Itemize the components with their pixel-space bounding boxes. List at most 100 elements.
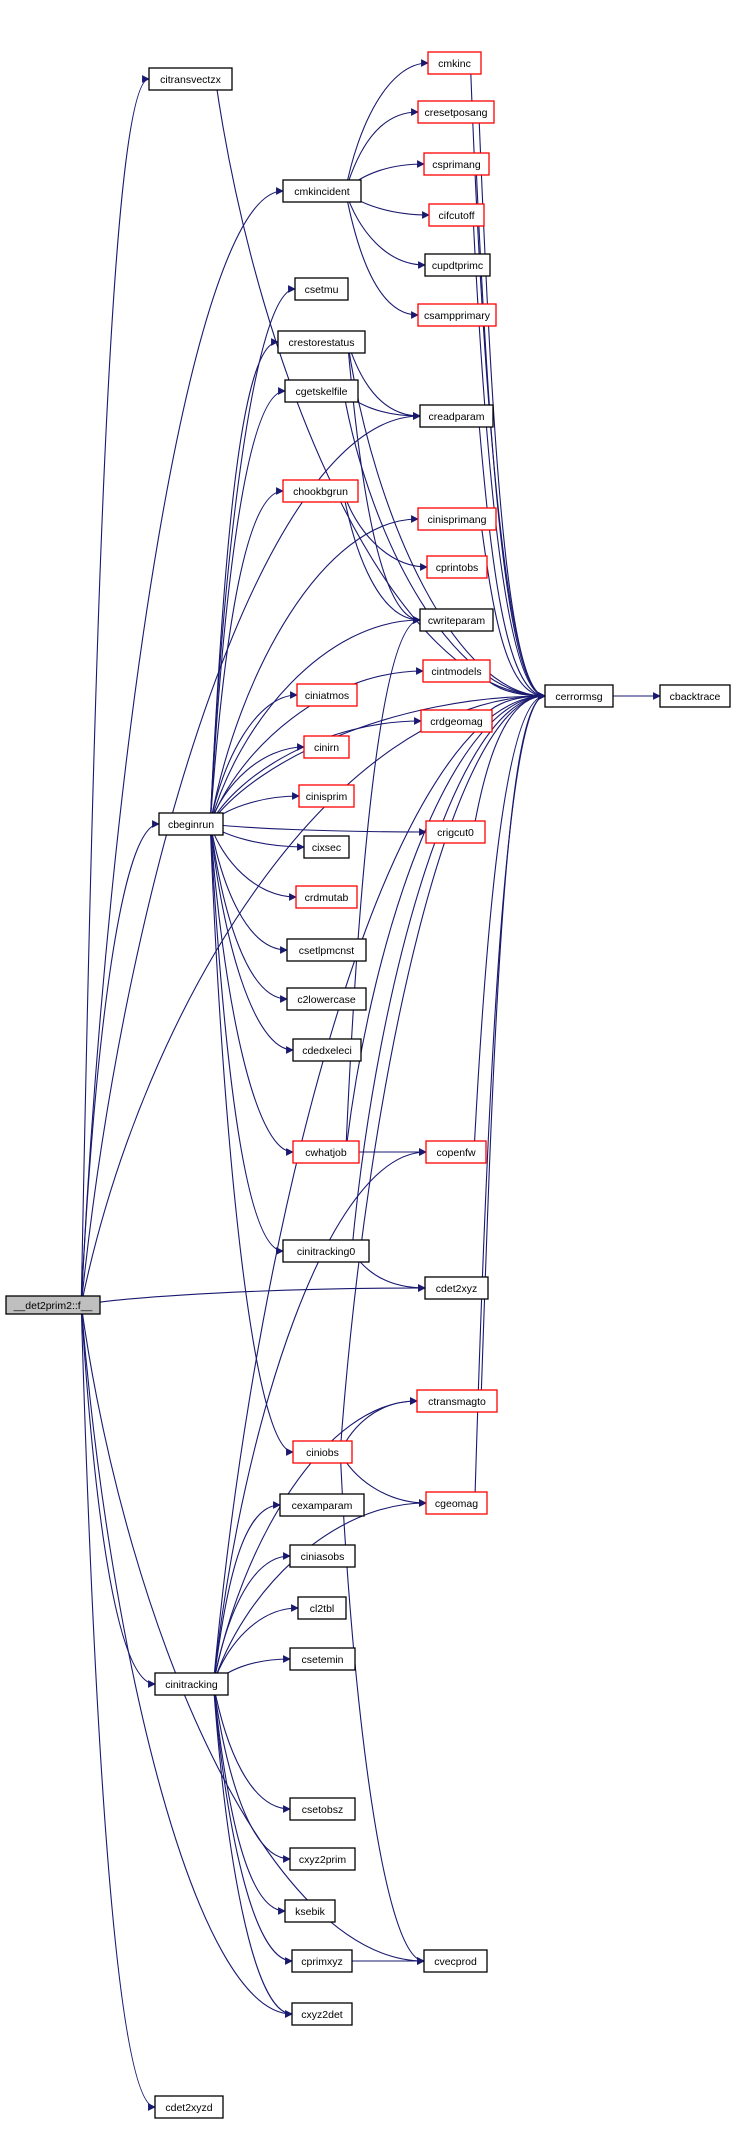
node-root[interactable]: __det2prim2::f__ [5, 1295, 101, 1315]
node-cdet2xyzd[interactable]: cdet2xyzd [154, 2095, 224, 2119]
node-ciniatmos[interactable]: ciniatmos [296, 683, 358, 707]
node-cinitracking[interactable]: cinitracking [154, 1672, 229, 1696]
node-box-csetmu [294, 277, 349, 301]
edge-cbeginrun-to-ciniobs [209, 823, 294, 1456]
node-cinirn[interactable]: cinirn [303, 735, 350, 759]
node-cwriteparam[interactable]: cwriteparam [419, 608, 494, 632]
node-copenfw[interactable]: copenfw [425, 1140, 487, 1164]
node-csetemin[interactable]: csetemin [289, 1647, 356, 1671]
node-cbacktrace[interactable]: cbacktrace [659, 684, 731, 708]
node-label-cexamparam: cexamparam [292, 1500, 353, 1512]
node-cixsec[interactable]: cixsec [303, 835, 350, 859]
node-ciniasobs[interactable]: ciniasobs [289, 1544, 356, 1568]
node-cbeginrun[interactable]: cbeginrun [158, 812, 224, 836]
node-box-cmkinc [427, 51, 482, 75]
node-ciniobs[interactable]: ciniobs [292, 1440, 353, 1464]
node-cupdtprimc[interactable]: cupdtprimc [424, 253, 491, 277]
edge-cbeginrun-to-cwhatjob [209, 823, 294, 1156]
edge-ciniobs-to-cerrormsg [339, 692, 546, 1453]
edge-copenfw-to-cerrormsg [473, 692, 546, 1153]
node-box-cupdtprimc [424, 253, 491, 277]
node-box-csetemin [289, 1647, 356, 1671]
node-cvecprod[interactable]: cvecprod [423, 1949, 488, 1973]
node-cinisprimang[interactable]: cinisprimang [417, 507, 497, 531]
node-box-cixsec [303, 835, 350, 859]
node-box-cmkincident [282, 179, 362, 203]
node-box-crestorestatus [277, 330, 366, 354]
edge-ciniobs-to-cvecprod [339, 1451, 425, 1965]
node-cxyz2prim[interactable]: cxyz2prim [289, 1847, 356, 1871]
node-cresetposang[interactable]: cresetposang [417, 100, 495, 124]
node-csprimang[interactable]: csprimang [423, 152, 490, 176]
node-cinisprim[interactable]: cinisprim [298, 784, 355, 808]
edge-cbeginrun-to-ciniatmos [209, 691, 298, 825]
node-cmkinc[interactable]: cmkinc [427, 51, 482, 75]
node-label-cprintobs: cprintobs [436, 562, 479, 574]
node-crdgeomag[interactable]: crdgeomag [420, 709, 493, 733]
node-cxyz2det[interactable]: cxyz2det [291, 2002, 353, 2026]
node-cintmodels[interactable]: cintmodels [422, 659, 491, 683]
node-cdet2xyz[interactable]: cdet2xyz [424, 1276, 489, 1300]
node-label-crdgeomag: crdgeomag [430, 716, 483, 728]
node-citransvectzx[interactable]: citransvectzx [148, 67, 233, 91]
node-csampprimary[interactable]: csampprimary [417, 303, 497, 327]
node-box-citransvectzx [148, 67, 233, 91]
edge-chookbgrun-to-cprintobs [342, 490, 428, 571]
node-box-cgeomag [425, 1491, 488, 1515]
node-cl2tbl[interactable]: cl2tbl [297, 1596, 347, 1620]
node-cgetskelfile[interactable]: cgetskelfile [284, 379, 359, 403]
node-chookbgrun[interactable]: chookbgrun [282, 479, 359, 503]
node-creadparam[interactable]: creadparam [419, 404, 494, 428]
node-box-cinitracking0 [282, 1239, 370, 1263]
edge-cbeginrun-to-chookbgrun [209, 487, 284, 825]
node-box-cxyz2prim [289, 1847, 356, 1871]
node-csetlpmcnst[interactable]: csetlpmcnst [286, 938, 367, 962]
node-crigcut0[interactable]: crigcut0 [425, 820, 486, 844]
edge-cresetposang-to-cerrormsg [478, 111, 546, 700]
node-cerrormsg[interactable]: cerrormsg [544, 684, 614, 708]
node-label-cgeomag: cgeomag [435, 1498, 478, 1510]
node-crdmutab[interactable]: crdmutab [295, 885, 358, 909]
edge-chookbgrun-to-cwriteparam [342, 490, 421, 624]
node-label-cxyz2prim: cxyz2prim [299, 1854, 347, 1866]
node-box-csetobsz [289, 1797, 356, 1821]
node-label-crdmutab: crdmutab [305, 892, 349, 904]
node-label-cmkinc: cmkinc [438, 58, 471, 70]
node-ksebik[interactable]: ksebik [284, 1899, 336, 1923]
edge-root-to-creadparam [80, 412, 421, 1306]
edge-cinitracking-to-ksebik [212, 1683, 286, 1915]
node-cexamparam[interactable]: cexamparam [279, 1493, 365, 1517]
node-cprimxyz[interactable]: cprimxyz [291, 1949, 353, 1973]
edge-crestorestatus-to-creadparam [347, 341, 421, 420]
node-csetobsz[interactable]: csetobsz [289, 1797, 356, 1821]
node-label-cdet2xyz: cdet2xyz [436, 1283, 477, 1295]
node-label-cprimxyz: cprimxyz [301, 1956, 342, 1968]
node-cifcutoff[interactable]: cifcutoff [428, 203, 485, 227]
node-c2lowercase[interactable]: c2lowercase [286, 987, 367, 1011]
node-box-cifcutoff [428, 203, 485, 227]
node-box-cwhatjob [292, 1140, 360, 1164]
node-cmkincident[interactable]: cmkincident [282, 179, 362, 203]
node-cinitracking0[interactable]: cinitracking0 [282, 1239, 370, 1263]
node-crestorestatus[interactable]: crestorestatus [277, 330, 366, 354]
edge-crestorestatus-to-cerrormsg [347, 341, 546, 700]
edge-cgeomag-to-cerrormsg [474, 692, 546, 1504]
edge-root-to-cinitracking [80, 1304, 156, 1688]
node-cdedxeleci[interactable]: cdedxeleci [292, 1038, 362, 1062]
node-cwhatjob[interactable]: cwhatjob [292, 1140, 360, 1164]
node-label-csetemin: csetemin [301, 1654, 343, 1666]
node-csetmu[interactable]: csetmu [294, 277, 349, 301]
node-box-crdmutab [295, 885, 358, 909]
edge-root-to-cdet2xyzd [80, 1304, 156, 2111]
node-box-cxyz2det [291, 2002, 353, 2026]
node-cprintobs[interactable]: cprintobs [426, 555, 488, 579]
node-box-cinitracking [154, 1672, 229, 1696]
node-box-c2lowercase [286, 987, 367, 1011]
node-ctransmagto[interactable]: ctransmagto [416, 1389, 498, 1413]
node-label-csprimang: csprimang [432, 159, 481, 171]
node-cgeomag[interactable]: cgeomag [425, 1491, 488, 1515]
edge-cinitracking-to-copenfw [212, 1148, 427, 1685]
edges-layer [80, 59, 661, 2111]
edge-cmkincident-to-cmkinc [344, 59, 429, 192]
node-label-root: __det2prim2::f__ [13, 1300, 93, 1312]
